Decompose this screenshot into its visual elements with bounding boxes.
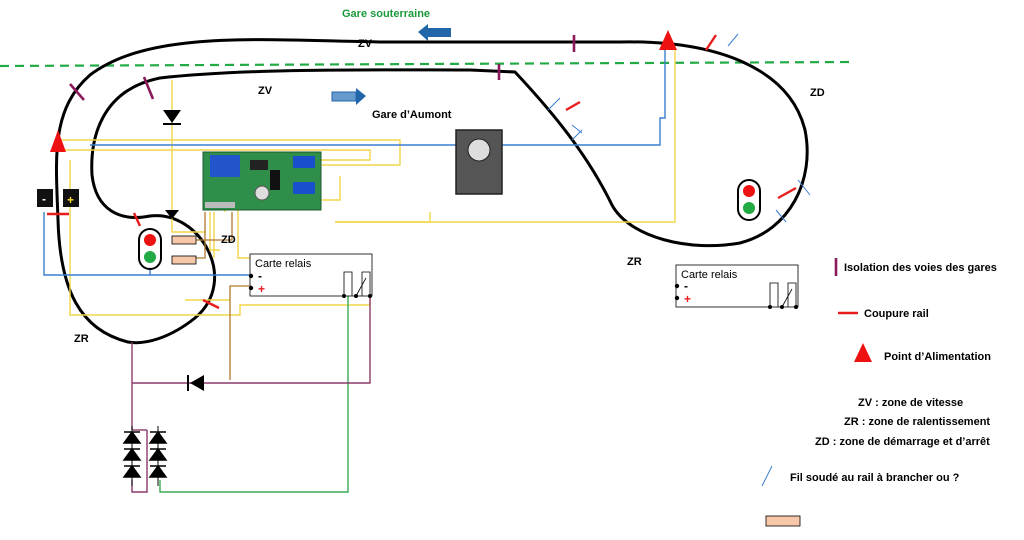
rail-cut (777, 186, 797, 200)
label-zv-inner: ZV (258, 85, 273, 97)
label-zv-top: ZV (358, 38, 373, 50)
diode-stack (122, 426, 168, 486)
isolation-marks (69, 35, 576, 101)
legend-wire-symbol (761, 465, 773, 487)
legend-wire: Fil soudé au rail à brancher ou ? (790, 472, 960, 484)
rail-cut (132, 212, 142, 227)
legend-isolation: Isolation des voies des gares (844, 262, 997, 274)
diode-icon (165, 210, 179, 219)
relay-left-title: Carte relais (255, 258, 312, 270)
relay-module (202, 151, 322, 211)
label-aumont-station: Gare d’Aumont (372, 109, 452, 121)
signal-right (737, 179, 761, 221)
underground-boundary-line (0, 60, 851, 68)
feed-point (50, 130, 66, 152)
legend-zr: ZR : zone de ralentissement (844, 416, 990, 428)
power-terminals: - + (37, 189, 79, 207)
legend-resistor-symbol (765, 515, 801, 527)
feed-point (659, 30, 677, 50)
purple-wires (131, 296, 371, 493)
label-underground-station: Gare souterraine (342, 8, 430, 20)
grey-controller (455, 129, 503, 195)
power-minus-terminal (37, 189, 53, 207)
label-zd-right: ZD (810, 87, 825, 99)
legend-zd: ZD : zone de démarrage et d’arrêt (815, 436, 990, 448)
relay-right-minus: - (684, 279, 688, 293)
power-minus-label: - (42, 192, 46, 206)
diode-icon (187, 375, 204, 391)
rail-cut (705, 34, 717, 51)
label-zr-right: ZR (627, 256, 642, 268)
rail-cut (565, 100, 581, 112)
label-zr-left: ZR (74, 333, 89, 345)
diode-icon (163, 110, 181, 125)
legend-feed-symbol (854, 343, 872, 362)
legend-zv: ZV : zone de vitesse (858, 397, 963, 409)
isolation-mark (142, 76, 155, 100)
legend-cut: Coupure rail (864, 308, 929, 320)
resistor (171, 255, 197, 265)
relay-left-plus: + (258, 282, 265, 296)
relay-right-title: Carte relais (681, 269, 738, 281)
resistor (171, 235, 197, 245)
signal-left (138, 228, 162, 270)
legend-feed: Point d’Alimentation (884, 351, 991, 363)
arrow-left (418, 24, 451, 41)
label-zd-left: ZD (221, 234, 236, 246)
relay-left-minus: - (258, 269, 262, 283)
relay-board-left: Carte relais - + (248, 253, 373, 298)
rail-cuts (47, 34, 797, 310)
soldered-wire-ticks (547, 33, 811, 223)
brown-wires (195, 212, 250, 380)
rail-cut (202, 298, 220, 310)
relay-right-plus: + (684, 292, 691, 306)
arrow-right (331, 88, 366, 105)
green-wire (159, 296, 349, 493)
power-plus-terminal (63, 189, 79, 207)
relay-board-right: Carte relais - + (674, 264, 799, 309)
power-plus-label: + (67, 193, 74, 207)
outer-track (54, 38, 809, 345)
isolation-mark (69, 83, 85, 101)
